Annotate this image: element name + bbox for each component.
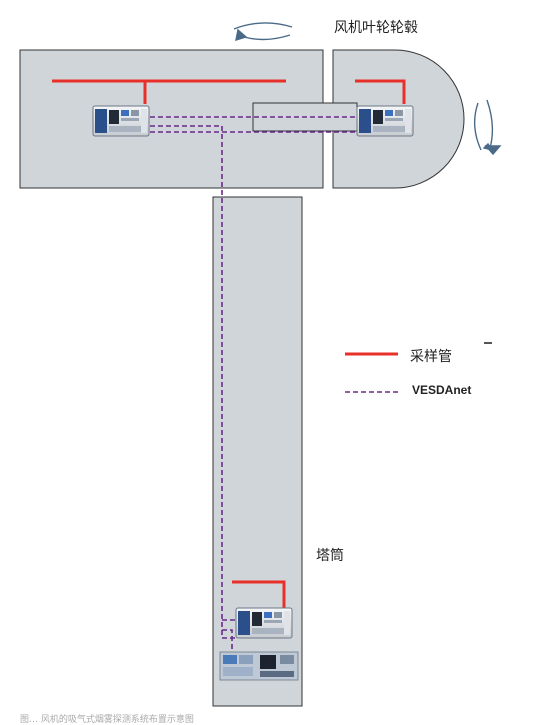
legend-net-label: VESDAnet bbox=[412, 383, 472, 397]
detector-unit-icon bbox=[92, 105, 150, 137]
tower-label: 塔筒 bbox=[316, 548, 344, 564]
rotation-arrow-icon bbox=[473, 99, 502, 156]
legend-mark bbox=[484, 342, 492, 344]
sampling-pipes bbox=[52, 79, 406, 608]
vesdanet-lines bbox=[150, 116, 360, 668]
detector-unit-icon bbox=[235, 607, 293, 639]
detector-unit-icon bbox=[356, 105, 414, 137]
hub-label: 风机叶轮轮毂 bbox=[334, 20, 418, 36]
legend-pipe-label: 采样管 bbox=[410, 349, 452, 365]
figure-caption: 图… 风机的吸气式烟雾探测系统布置示意图 bbox=[20, 715, 194, 725]
control-panel bbox=[219, 651, 299, 681]
rotation-arrow-icon bbox=[233, 22, 293, 42]
